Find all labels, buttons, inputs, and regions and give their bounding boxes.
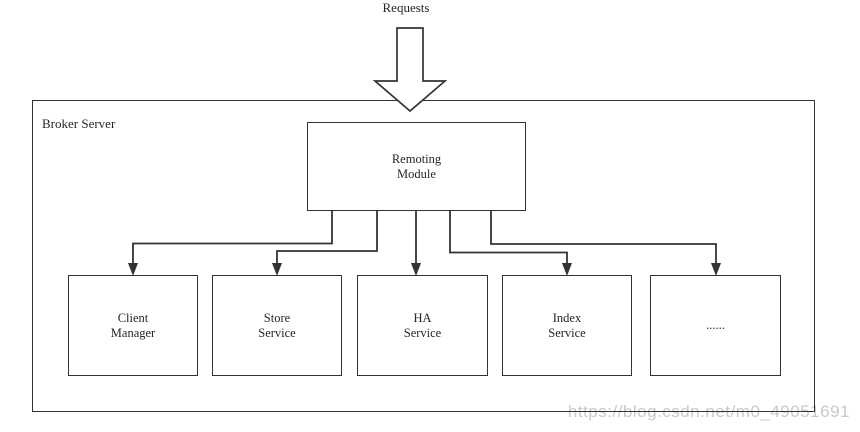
remoting-module-label-line2: Module (397, 166, 436, 181)
ha-service-label-line1: HA (413, 310, 432, 325)
module-box-client-manager: Client Manager (68, 275, 198, 376)
module-box-ellipsis: ...... (650, 275, 781, 376)
remoting-module-box: Remoting Module (307, 122, 526, 211)
index-service-label-line2: Service (548, 325, 586, 340)
requests-down-arrow-icon (372, 27, 448, 113)
module-box-ha-service: HA Service (357, 275, 488, 376)
client-manager-label-line1: Client (117, 310, 149, 325)
ellipsis-label: ...... (706, 318, 725, 332)
index-service-label-line1: Index (552, 310, 582, 325)
store-service-label-line2: Service (258, 325, 296, 340)
module-box-store-service: Store Service (212, 275, 342, 376)
store-service-label-line1: Store (263, 310, 291, 325)
ha-service-label-line2: Service (403, 325, 442, 340)
requests-label: Requests (382, 0, 430, 15)
remoting-module-label-line1: Remoting (391, 151, 442, 166)
client-manager-label-line2: Manager (110, 325, 156, 340)
module-box-index-service: Index Service (502, 275, 632, 376)
broker-server-label: Broker Server (42, 116, 116, 131)
